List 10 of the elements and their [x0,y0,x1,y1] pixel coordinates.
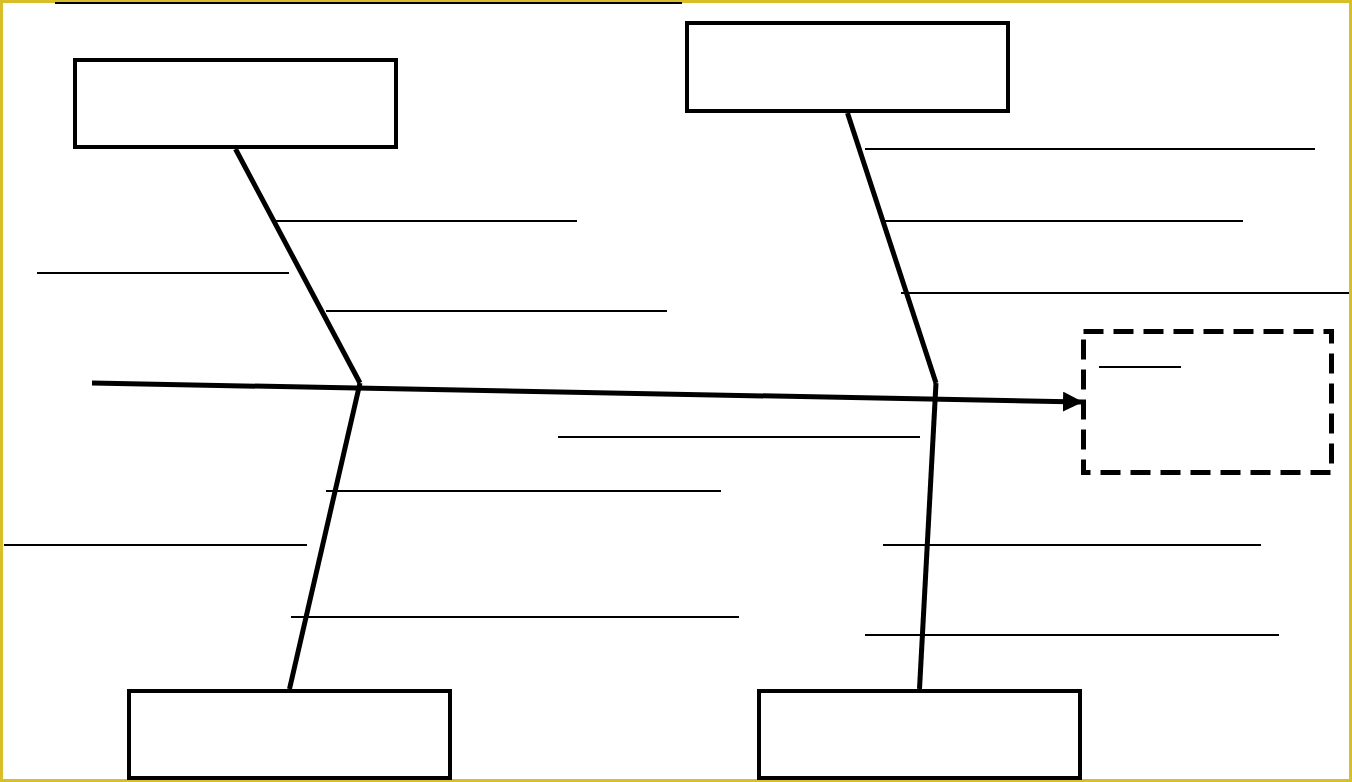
category-box [685,21,1010,113]
bone-line [233,147,363,385]
bone-line [287,382,363,690]
bone-line [917,382,939,690]
spine-arrow [91,380,1083,412]
effect-box [1081,329,1334,475]
category-box [757,689,1082,780]
category-box [73,58,398,149]
category-box [127,689,452,780]
bone-line [845,112,939,384]
